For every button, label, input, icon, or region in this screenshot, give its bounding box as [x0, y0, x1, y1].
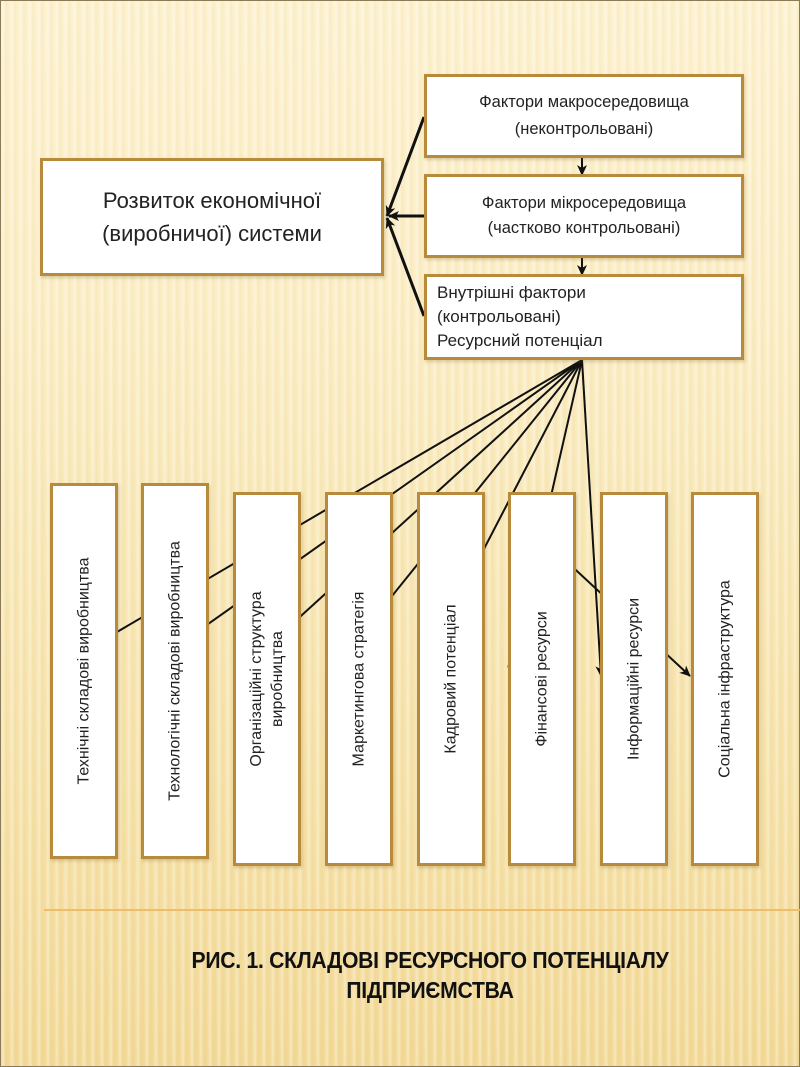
internal-factors-box: Внутрішні фактори (контрольовані) Ресурс… — [424, 274, 744, 360]
caption-divider — [44, 909, 800, 911]
component-financial: Фінансові ресурси — [508, 492, 576, 866]
component-label: Технічні складові виробництва — [75, 557, 93, 785]
component-information: Інформаційні ресурси — [600, 492, 668, 866]
macro-factors-box: Фактори макросередовища (неконтрольовані… — [424, 74, 744, 158]
component-organizational: Організаційні структура виробництва — [233, 492, 301, 866]
arrow-to-information — [581, 359, 606, 677]
component-label-multiline: Організаційні структура виробництва — [246, 591, 288, 766]
component-personnel: Кадровий потенціал — [417, 492, 485, 866]
macro-factors-title: Фактори макросередовища — [479, 93, 689, 111]
component-label: Технологічні складові виробництва — [166, 541, 184, 801]
internal-factors-subtitle: (контрольовані) — [437, 307, 561, 326]
internal-factors-title: Внутрішні фактори — [437, 283, 586, 302]
macro-factors-subtitle: (неконтрольовані) — [514, 120, 654, 138]
central-system-box: Розвиток економічної (виробничої) систем… — [40, 158, 384, 276]
micro-factors-subtitle: (частково контрольовані) — [487, 219, 681, 237]
component-marketing: Маркетингова стратегія — [325, 492, 393, 866]
arrow-inner-to-central — [385, 217, 426, 317]
component-social: Соціальна інфраструктура — [691, 492, 759, 866]
resource-potential-label: Ресурсний потенціал — [437, 331, 603, 350]
component-label: Фінансові ресурси — [533, 611, 551, 747]
caption-line-2: ПІДПРИЄМСТВА — [346, 977, 514, 1003]
component-label: Соціальна інфраструктура — [716, 580, 734, 778]
arrow-macro-to-central — [385, 116, 426, 217]
component-technological: Технологічні складові виробництва — [141, 483, 209, 859]
central-line-2: (виробничої) системи — [102, 221, 322, 246]
micro-factors-box: Фактори мікросередовища (частково контро… — [424, 174, 744, 258]
arrow-to-technical — [51, 359, 583, 671]
micro-factors-title: Фактори мікросередовища — [481, 194, 687, 212]
component-label: Інформаційні ресурси — [625, 597, 643, 761]
component-label: Організаційні структура — [248, 591, 265, 767]
component-label: Кадровий потенціал — [442, 604, 460, 754]
component-technical: Технічні складові виробництва — [50, 483, 118, 859]
caption-line-1: РИС. 1. СКЛАДОВІ РЕСУРСНОГО ПОТЕНЦІАЛУ — [191, 947, 669, 973]
component-label: Маркетингова стратегія — [350, 591, 368, 767]
central-line-1: Розвиток економічної — [102, 188, 322, 213]
figure-caption: РИС. 1. СКЛАДОВІ РЕСУРСНОГО ПОТЕНЦІАЛУ П… — [90, 945, 771, 1005]
component-label-line-2: виробництва — [269, 631, 286, 727]
